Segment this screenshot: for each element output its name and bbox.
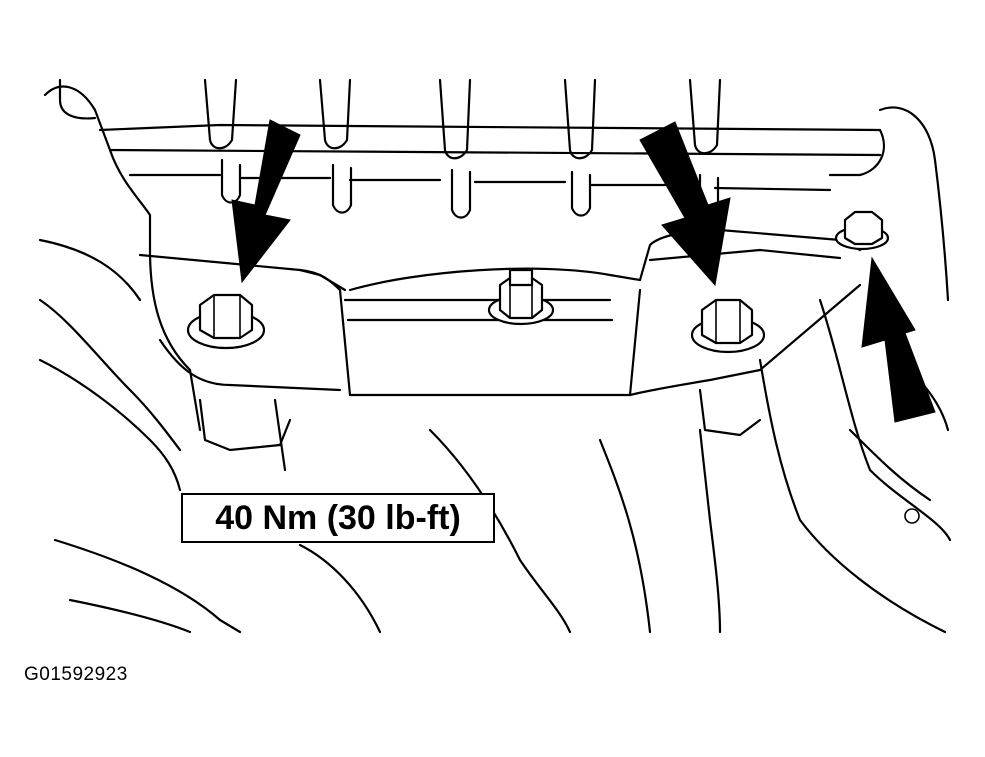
top-rail	[58, 78, 885, 219]
arrow-icon	[231, 119, 301, 284]
torque-callout: 40 Nm (30 lb-ft)	[181, 493, 495, 543]
mount-bracket	[138, 228, 862, 472]
housing-outline	[38, 85, 952, 634]
bolt-right	[690, 298, 766, 354]
bolt-left	[186, 293, 266, 350]
arrow-icon	[639, 121, 731, 287]
bolt-far-right	[834, 210, 890, 251]
arrow-icon	[861, 256, 936, 423]
bolt-center	[487, 268, 555, 326]
figure-id: G01592923	[24, 664, 128, 685]
torque-label: 40 Nm (30 lb-ft)	[215, 498, 461, 537]
